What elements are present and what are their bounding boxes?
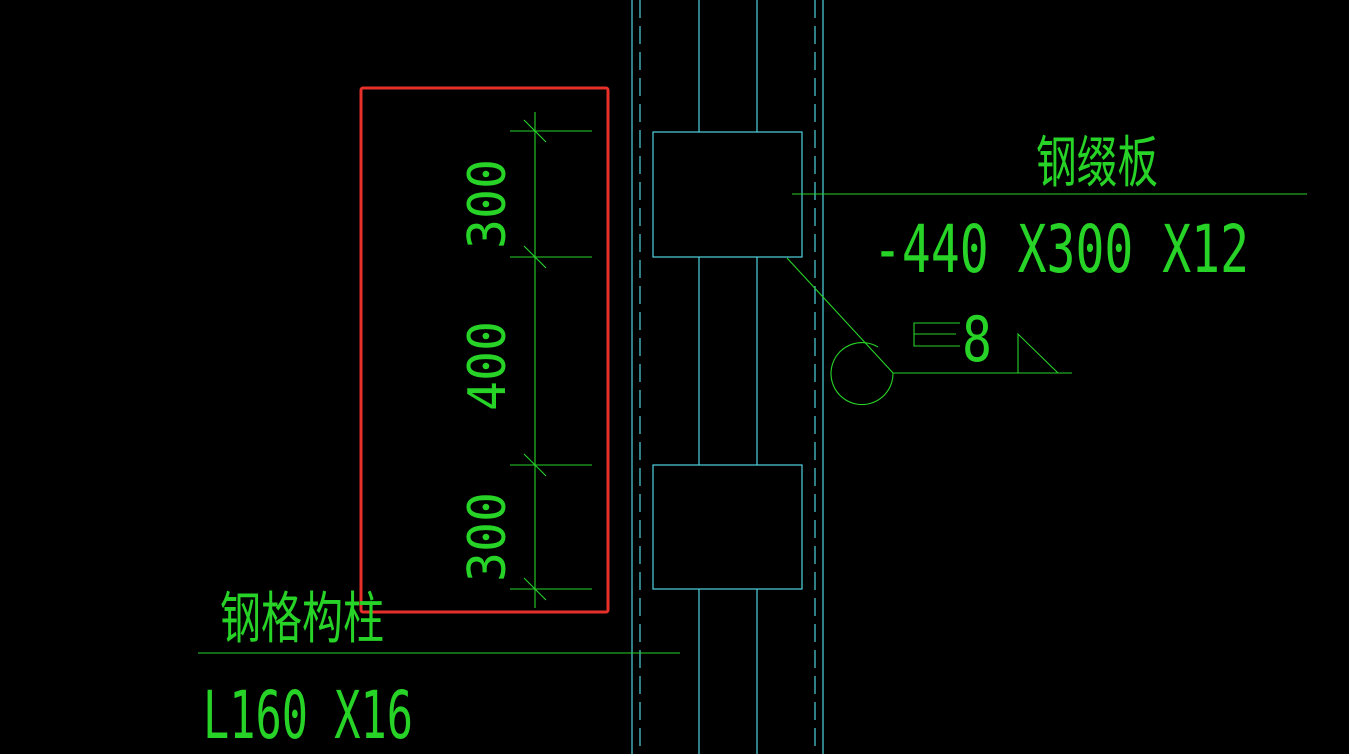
dimension-bottom-text: 300 [458, 492, 518, 582]
dimension-middle-text: 400 [458, 321, 518, 411]
tick-1 [523, 119, 547, 143]
plate-spec-label: -440 X300 X12 [873, 211, 1249, 288]
highlight-rectangle [359, 86, 610, 614]
column-spec-label: L160 X16 [203, 677, 413, 754]
weld-leader-line [786, 257, 894, 374]
plate-name-label: 钢缀板 [1036, 131, 1158, 196]
batten-plate-bottom [652, 464, 803, 590]
weld-size-text: 8 [962, 303, 992, 376]
weld-symbol [786, 257, 1072, 406]
weld-mark-icon [913, 322, 960, 347]
fillet-weld-icon [1017, 332, 1059, 374]
tick-3 [523, 453, 547, 477]
dimension-chain [510, 112, 592, 608]
lattice-column [631, 0, 824, 754]
weld-all-around-icon [830, 342, 894, 406]
tick-4 [523, 577, 547, 601]
tick-2 [523, 245, 547, 269]
batten-plate-top [652, 131, 803, 258]
dimension-top-text: 300 [458, 159, 518, 249]
column-name-label: 钢格构柱 [220, 587, 384, 652]
